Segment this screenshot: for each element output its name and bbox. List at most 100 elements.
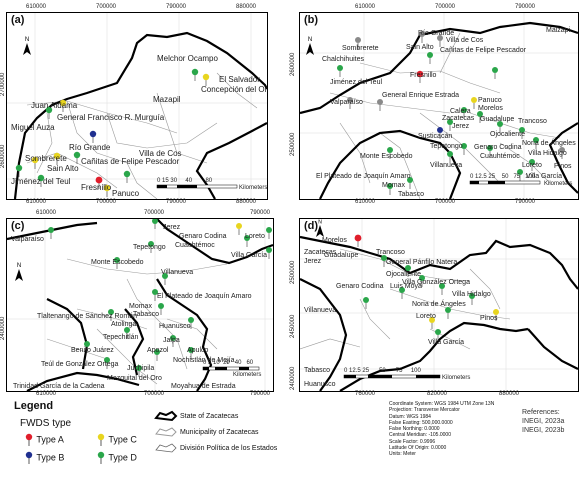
marker-gray — [437, 35, 443, 47]
legend-subtitle: FWDS type — [20, 418, 72, 429]
marker-type-d — [37, 174, 45, 187]
scale-unit: Kilometers — [442, 375, 471, 381]
x-tick: 700000 — [144, 391, 165, 397]
north-arrow-icon: N — [316, 220, 324, 237]
x-tick: 790000 — [515, 199, 536, 205]
y-tick: 2400000 — [0, 316, 6, 340]
place-label: Susticacán — [418, 133, 453, 140]
place-label: Nochistlán de Mejía — [173, 357, 235, 364]
x-tick: 610000 — [26, 199, 47, 205]
place-label: Genaro Codina — [336, 283, 384, 290]
x-tick: 610000 — [36, 391, 57, 397]
place-label: Valparaíso — [11, 236, 44, 243]
place-label: Villanueva — [304, 307, 337, 314]
marker-type-d — [84, 341, 90, 353]
north-arrow-icon: N — [306, 37, 314, 55]
place-label: Sombrerete — [342, 45, 379, 52]
x-tick: 700000 — [144, 210, 165, 216]
marker-type-d — [381, 255, 387, 267]
marker-type-d — [162, 273, 168, 285]
place-label: Momax — [382, 182, 405, 189]
marker-type-d — [266, 227, 272, 239]
info-line: False Northing: 0.0000 — [389, 426, 440, 433]
place-label: Monte Escobedo — [360, 153, 413, 160]
place-label: Jerez — [163, 224, 181, 231]
x-tick: 820000 — [427, 391, 448, 397]
place-label: Jiménez del Teul — [330, 79, 383, 86]
place-label: Ojocaliente — [386, 271, 422, 278]
marker-type-d — [148, 241, 154, 253]
marker-type-d — [363, 297, 369, 309]
legend-type-c: Type C — [96, 433, 137, 447]
x-tick: 790000 — [250, 391, 271, 397]
place-label: General Francisco R. Murguía — [57, 113, 165, 122]
x-tick: 790000 — [250, 210, 271, 216]
info-line: Units: Meter — [389, 451, 416, 458]
place-label: Villa García — [231, 252, 268, 259]
markers-a — [15, 68, 210, 197]
map-panel-d: N (d) Morelos Zacatecas Jerez Guadalupe … — [299, 218, 579, 392]
legend-states-division-line: División Política de los Estados — [154, 442, 277, 454]
x-tick: 760000 — [355, 391, 376, 397]
info-line: False Easting: 500,000.0000 — [389, 419, 453, 426]
marker-type-d — [497, 121, 503, 133]
place-label: Concepción del Oro — [201, 85, 268, 94]
place-label: Loreto — [522, 162, 542, 169]
place-label: Villa Hidalgo — [528, 150, 567, 157]
place-label: Villa de Cos — [446, 37, 484, 44]
marker-gray — [347, 97, 353, 109]
scale-unit: Kilometers — [239, 185, 268, 191]
graticule-d — [300, 219, 578, 391]
place-label: Mazapil — [153, 95, 181, 104]
x-tick: 880000 — [499, 391, 520, 397]
marker-type-d — [405, 265, 411, 277]
place-label: Jerez — [452, 123, 470, 130]
marker-type-c — [103, 184, 111, 197]
marker-gray — [559, 147, 565, 159]
place-label: Ojocaliente — [490, 131, 526, 138]
place-label: Cuauhtémoc — [480, 153, 520, 160]
place-label: Loreto — [245, 233, 265, 240]
y-tick: 2450000 — [290, 314, 296, 338]
marker-type-a — [354, 234, 362, 247]
north-arrow-icon: N — [15, 263, 23, 281]
place-label: Noria de Ángeles — [412, 301, 466, 308]
marker-type-c — [59, 99, 67, 112]
place-label: Morelos — [478, 105, 503, 112]
pin-icon — [25, 451, 33, 464]
panel-label-b: (b) — [304, 14, 319, 26]
marker-type-d — [461, 107, 467, 119]
place-label: Apulco — [187, 347, 209, 354]
marker-type-d — [427, 52, 433, 64]
info-line: Central Meridian: -105.0000 — [389, 432, 451, 439]
info-line: Projection: Transverse Mercator — [389, 407, 460, 414]
state-boundary-d — [300, 235, 578, 391]
place-label: Miguel Auza — [11, 123, 55, 132]
marker-type-c — [493, 309, 499, 321]
marker-type-d — [123, 170, 131, 183]
place-label: Guadalupe — [324, 252, 359, 259]
place-label: Tabasco — [133, 311, 160, 318]
marker-type-d — [461, 143, 467, 155]
x-tick: 610000 — [355, 199, 376, 205]
place-label: Tabasco — [398, 191, 425, 198]
legend-title: Legend — [14, 400, 54, 412]
marker-type-d — [152, 219, 158, 229]
place-label: Tepetongo — [430, 143, 463, 150]
marker-type-d — [492, 67, 498, 79]
svg-text:N: N — [25, 37, 29, 43]
pin-icon — [97, 451, 105, 464]
marker-type-d — [108, 309, 114, 321]
marker-type-c — [202, 73, 210, 86]
place-label: Villanueva — [430, 162, 463, 169]
y-tick: 2500000 — [290, 132, 296, 156]
info-line: Latitude Of Origin: 0.0000 — [389, 445, 447, 452]
x-tick: 790000 — [166, 4, 187, 10]
place-label: General Pánfilo Natera — [386, 259, 458, 266]
place-label: Teúl de González Ortega — [41, 361, 119, 368]
place-label: Loreto — [416, 313, 436, 320]
legend-type-a: Type A — [24, 433, 64, 447]
marker-type-d — [124, 327, 130, 339]
marker-type-d — [73, 151, 81, 164]
marker-type-d — [188, 347, 194, 359]
